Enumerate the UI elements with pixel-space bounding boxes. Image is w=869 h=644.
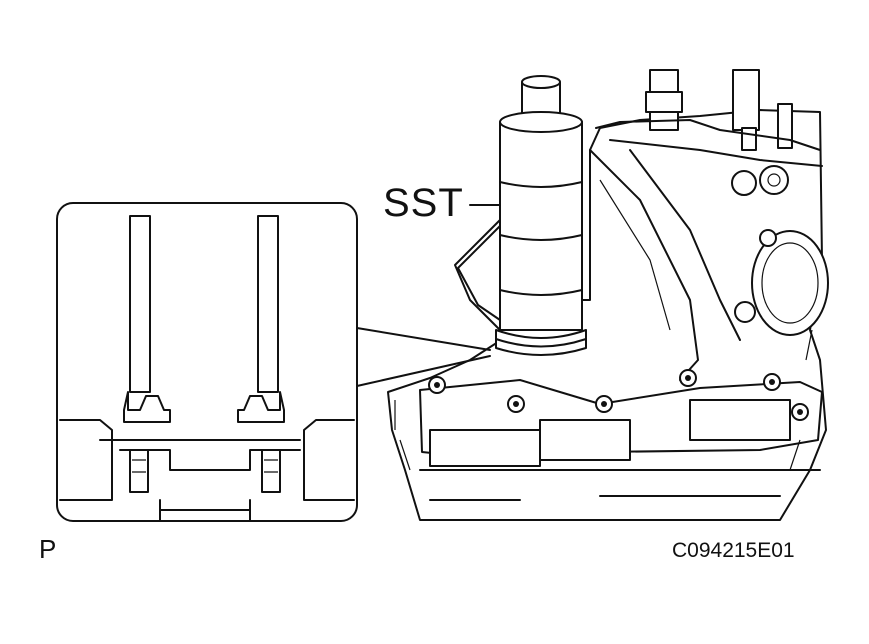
detail-inset [56,202,491,522]
sst-callout-label: SST [383,181,464,225]
inset-connector-upper [356,327,491,351]
transmission-case [387,69,829,521]
view-code-label: P [39,534,57,564]
sst-tool [469,75,587,356]
inset-connector-lower [356,355,491,387]
figure-id-label: C094215E01 [672,539,795,562]
